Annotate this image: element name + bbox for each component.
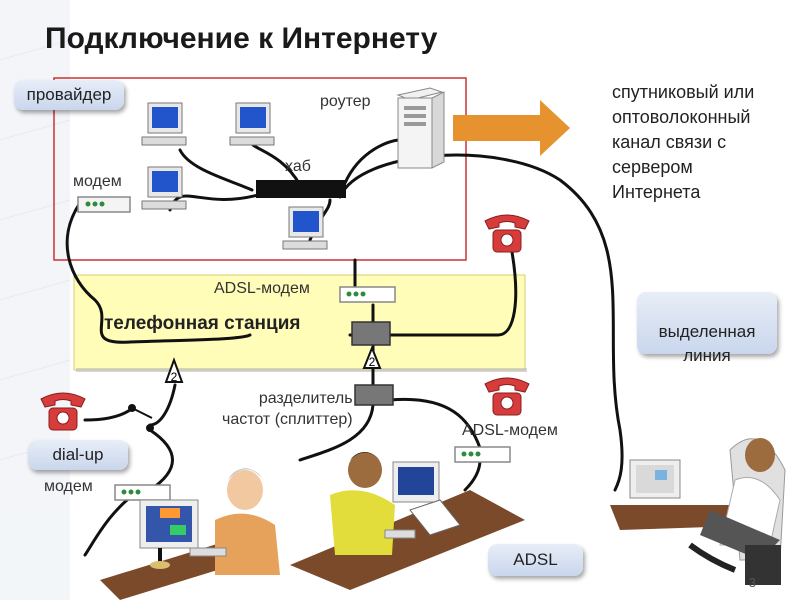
channel-arrow: [453, 100, 570, 156]
leased-line-callout: выделенная линия: [637, 292, 777, 365]
telephone-station-label: телефонная станция: [104, 313, 301, 334]
provider-computers: [141, 102, 328, 250]
telephone-station-box: [73, 274, 526, 371]
adsl-label: ADSL: [513, 550, 558, 569]
home-adsl-user: [290, 452, 525, 590]
slide-title: Подключение к Интернету: [45, 22, 438, 55]
modem-devices: [77, 196, 511, 501]
svg-text:2: 2: [171, 370, 178, 384]
hub-label: хаб: [285, 158, 311, 175]
modem-top-label: модем: [73, 173, 122, 190]
adsl-modem-station-label: ADSL-модем: [214, 280, 310, 297]
adsl-callout: ADSL: [488, 544, 583, 576]
page-number: 3: [748, 575, 756, 590]
home-leased-line-user: [610, 438, 786, 585]
modem-bottom-label: модем: [44, 478, 93, 495]
home-dialup-user: [100, 468, 280, 600]
splitter-box: [354, 384, 394, 406]
adsl-modem-user-label: ADSL-модем: [462, 422, 558, 439]
splitter-symbols: 2 2: [164, 345, 382, 384]
svg-text:2: 2: [369, 355, 376, 369]
dialup-switch: [128, 404, 154, 432]
provider-label: провайдер: [26, 85, 112, 104]
splitter-label: разделитель частот (сплиттер): [222, 390, 353, 428]
station-switch-box: [351, 321, 391, 346]
dialup-label: dial-up: [52, 445, 104, 464]
router-label: роутер: [320, 93, 371, 110]
hub-device: [256, 180, 346, 198]
dialup-callout: dial-up: [28, 440, 128, 470]
provider-frame: [53, 77, 467, 261]
telephones: [40, 214, 530, 431]
channel-description: спутниковый или оптоволоконный канал свя…: [612, 82, 755, 202]
router-server: [396, 87, 445, 169]
leased-line-label: выделенная линия: [658, 322, 756, 365]
provider-callout: провайдер: [14, 80, 124, 110]
